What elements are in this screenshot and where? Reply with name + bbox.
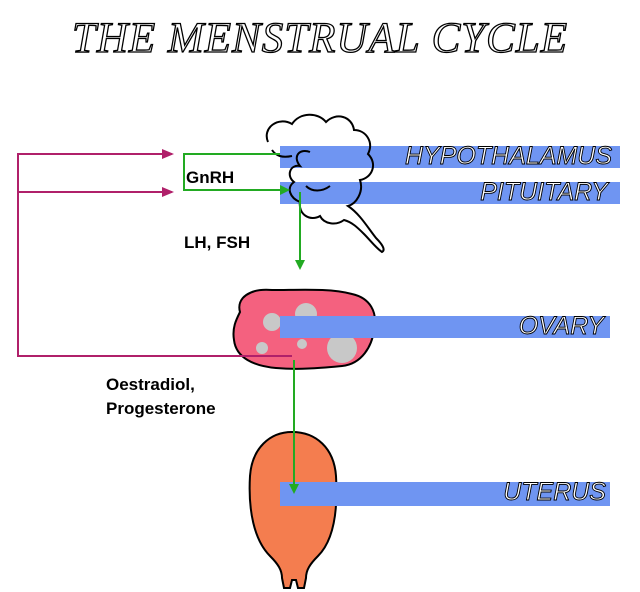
follicle (327, 333, 357, 363)
uterus-shape (248, 430, 338, 589)
progesterone-label: Progesterone (106, 399, 216, 418)
follicle (263, 313, 281, 331)
pituitary-bar (280, 182, 620, 204)
pituitary-label: PITUITARY (480, 178, 610, 206)
lh-fsh-label: LH, FSH (184, 233, 250, 252)
page-title: THE MENSTRUAL CYCLE (72, 15, 568, 62)
follicle (256, 342, 268, 354)
oestradiol-label: Oestradiol, (106, 375, 195, 394)
hypothalamus-bar (280, 146, 620, 168)
ovary-label: OVARY (519, 312, 607, 340)
gnrh-label: GnRH (186, 168, 234, 187)
hypothalamus-label: HYPOTHALAMUS (405, 142, 612, 170)
hypothalamus-outline (265, 113, 385, 254)
uterus-label: UTERUS (503, 478, 606, 506)
feedback-line (17, 149, 292, 357)
follicle (297, 339, 307, 349)
gnrh-arrow (183, 153, 290, 195)
uterus-bar (280, 482, 610, 506)
ovary-bar (280, 316, 610, 338)
